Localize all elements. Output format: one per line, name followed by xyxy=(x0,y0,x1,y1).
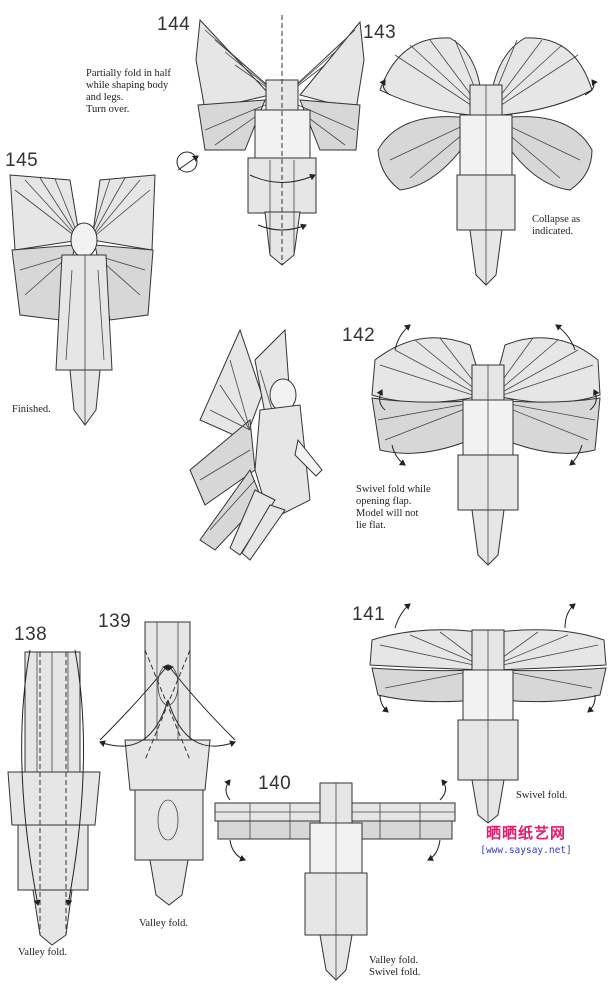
figure-138 xyxy=(7,649,101,946)
step-number-145: 145 xyxy=(5,150,39,171)
watermark-url: [www.saysay.net] xyxy=(480,845,572,856)
figure-140 xyxy=(214,779,456,981)
caption-145-line: Finished. xyxy=(12,404,51,415)
caption-142: Swivel fold while opening flap. Model wi… xyxy=(356,484,431,532)
caption-144-line: Turn over. xyxy=(86,104,130,115)
figure-141 xyxy=(369,603,607,824)
caption-141-line: Swivel fold. xyxy=(516,790,568,801)
caption-144: Partially fold in half while shaping bod… xyxy=(86,68,171,116)
caption-140-line: Swivel fold. xyxy=(369,967,421,978)
caption-138-line: Valley fold. xyxy=(18,947,67,958)
caption-143-line: indicated. xyxy=(532,226,574,237)
step-number-139: 139 xyxy=(98,611,132,632)
caption-143-line: Collapse as xyxy=(532,214,581,225)
caption-139-line: Valley fold. xyxy=(139,918,188,929)
caption-141: Swivel fold. xyxy=(516,790,567,802)
figure-finished-side xyxy=(189,328,323,561)
caption-140: Valley fold. Swivel fold. xyxy=(369,955,420,979)
figure-142 xyxy=(371,324,601,566)
step-number-142: 142 xyxy=(342,325,376,346)
caption-142-line: opening flap. xyxy=(356,496,412,507)
figure-143 xyxy=(377,37,598,286)
caption-139: Valley fold. xyxy=(139,918,188,930)
figure-139 xyxy=(99,621,236,906)
caption-144-line: and legs. xyxy=(86,92,124,103)
step-number-143: 143 xyxy=(363,22,397,43)
caption-142-line: Swivel fold while xyxy=(356,484,431,495)
caption-145: Finished. xyxy=(12,404,51,416)
step-number-138: 138 xyxy=(14,624,48,645)
caption-142-line: lie flat. xyxy=(356,520,386,531)
figure-144 xyxy=(176,15,365,266)
caption-143: Collapse as indicated. xyxy=(532,214,580,238)
step-number-140: 140 xyxy=(258,773,292,794)
caption-140-line: Valley fold. xyxy=(369,955,418,966)
caption-144-line: while shaping body xyxy=(86,80,169,91)
step-number-141: 141 xyxy=(352,604,386,625)
step-number-144: 144 xyxy=(157,14,191,35)
caption-142-line: Model will not xyxy=(356,508,419,519)
caption-138: Valley fold. xyxy=(18,947,67,959)
caption-144-line: Partially fold in half xyxy=(86,68,171,79)
watermark: 晒晒纸艺网 [www.saysay.net] xyxy=(470,822,582,856)
watermark-title: 晒晒纸艺网 xyxy=(485,824,566,842)
figure-145 xyxy=(9,174,156,426)
